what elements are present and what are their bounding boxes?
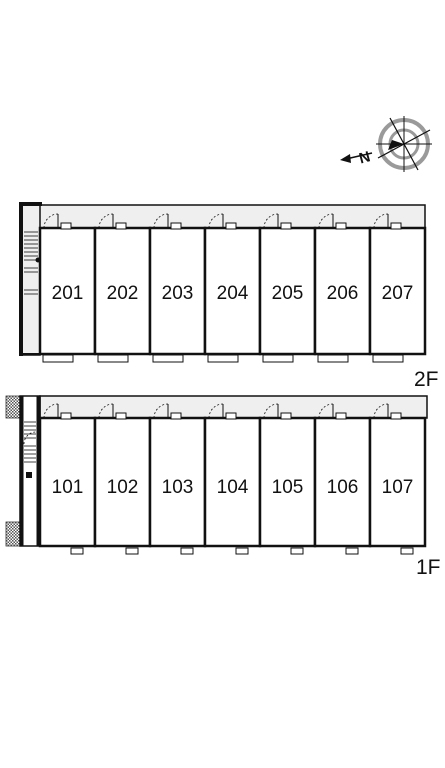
aircon-unit-icon bbox=[400, 547, 414, 555]
floor-1f: 101 102 103 104 bbox=[5, 395, 441, 579]
balcony-unit-icon bbox=[42, 354, 74, 363]
unit-number: 102 bbox=[107, 477, 139, 498]
door-swing-icon bbox=[98, 403, 114, 419]
balcony-unit-icon bbox=[152, 354, 184, 363]
meter-box-icon bbox=[335, 412, 347, 420]
unit-207: 207 bbox=[368, 213, 427, 363]
stair-landing bbox=[21, 204, 41, 356]
door-swing-icon bbox=[208, 213, 224, 229]
unit-104: 104 bbox=[203, 403, 262, 555]
unit-number: 104 bbox=[217, 477, 249, 498]
aircon-unit-icon bbox=[180, 547, 194, 555]
door-swing-icon bbox=[153, 403, 169, 419]
meter-box-icon bbox=[115, 412, 127, 420]
floor-2f: 201 202 203 204 bbox=[19, 202, 439, 391]
floor-label: 1F bbox=[416, 556, 441, 579]
unit-203: 203 bbox=[148, 213, 207, 363]
door-swing-icon bbox=[263, 403, 279, 419]
floor-label: 2F bbox=[414, 368, 439, 391]
meter-box-icon bbox=[390, 412, 402, 420]
unit-room bbox=[93, 416, 152, 548]
balcony-unit-icon bbox=[317, 354, 349, 363]
door-swing-icon bbox=[318, 213, 334, 229]
unit-room bbox=[38, 226, 97, 356]
compass-arrow-head bbox=[340, 154, 351, 163]
unit-202: 202 bbox=[93, 213, 152, 363]
door-swing-icon bbox=[98, 213, 114, 229]
unit-102: 102 bbox=[93, 403, 152, 555]
unit-205: 205 bbox=[258, 213, 317, 363]
unit-number: 106 bbox=[327, 477, 359, 498]
door-swing-icon bbox=[263, 213, 279, 229]
unit-room bbox=[368, 226, 427, 356]
aircon-unit-icon bbox=[70, 547, 84, 555]
unit-number: 201 bbox=[52, 283, 84, 304]
balcony-unit-icon bbox=[372, 354, 404, 363]
unit-101: 101 bbox=[38, 403, 97, 555]
unit-107: 107 bbox=[368, 403, 427, 555]
unit-room bbox=[368, 416, 427, 548]
meter-box-icon bbox=[225, 222, 237, 230]
compass-needle bbox=[388, 140, 404, 150]
balcony-unit-icon bbox=[262, 354, 294, 363]
meter-box-icon bbox=[115, 222, 127, 230]
stair-treads bbox=[24, 421, 36, 463]
compass-north-letter: N bbox=[357, 148, 372, 167]
door-swing-icon bbox=[373, 213, 389, 229]
unit-106: 106 bbox=[313, 403, 372, 555]
unit-206: 206 bbox=[313, 213, 372, 363]
unit-room bbox=[258, 226, 317, 356]
stair-treads bbox=[24, 231, 38, 295]
meter-box-icon bbox=[280, 222, 292, 230]
unit-room bbox=[203, 226, 262, 356]
balcony-unit-icon bbox=[97, 354, 129, 363]
aircon-unit-icon bbox=[345, 547, 359, 555]
unit-room bbox=[313, 416, 372, 548]
unit-number: 101 bbox=[52, 477, 84, 498]
door-swing-icon bbox=[373, 403, 389, 419]
unit-number: 105 bbox=[272, 477, 304, 498]
stair-door-swing-icon bbox=[23, 431, 37, 445]
aircon-unit-icon bbox=[290, 547, 304, 555]
unit-number: 103 bbox=[162, 477, 194, 498]
meter-box-icon bbox=[390, 222, 402, 230]
meter-box-icon bbox=[60, 222, 72, 230]
meter-box-icon bbox=[225, 412, 237, 420]
meter-box-icon bbox=[170, 412, 182, 420]
aircon-unit-icon bbox=[125, 547, 139, 555]
door-swing-icon bbox=[43, 213, 59, 229]
door-swing-icon bbox=[318, 403, 334, 419]
stair-post bbox=[26, 472, 32, 478]
unit-room bbox=[148, 226, 207, 356]
door-swing-icon bbox=[208, 403, 224, 419]
unit-number: 205 bbox=[272, 283, 304, 304]
meter-box-icon bbox=[280, 412, 292, 420]
compass-rose-icon: N bbox=[340, 116, 432, 172]
unit-204: 204 bbox=[203, 213, 262, 363]
unit-number: 203 bbox=[162, 283, 194, 304]
meter-box-icon bbox=[170, 222, 182, 230]
door-swing-icon bbox=[153, 213, 169, 229]
unit-number: 107 bbox=[382, 477, 414, 498]
meter-box-icon bbox=[335, 222, 347, 230]
door-swing-icon bbox=[43, 403, 59, 419]
unit-201: 201 bbox=[38, 213, 97, 363]
unit-number: 202 bbox=[107, 283, 139, 304]
unit-room bbox=[38, 416, 97, 548]
unit-number: 206 bbox=[327, 283, 359, 304]
unit-number: 204 bbox=[217, 283, 249, 304]
unit-105: 105 bbox=[258, 403, 317, 555]
unit-number: 207 bbox=[382, 283, 414, 304]
unit-103: 103 bbox=[148, 403, 207, 555]
aircon-unit-icon bbox=[235, 547, 249, 555]
meter-box-icon bbox=[60, 412, 72, 420]
balcony-unit-icon bbox=[207, 354, 239, 363]
